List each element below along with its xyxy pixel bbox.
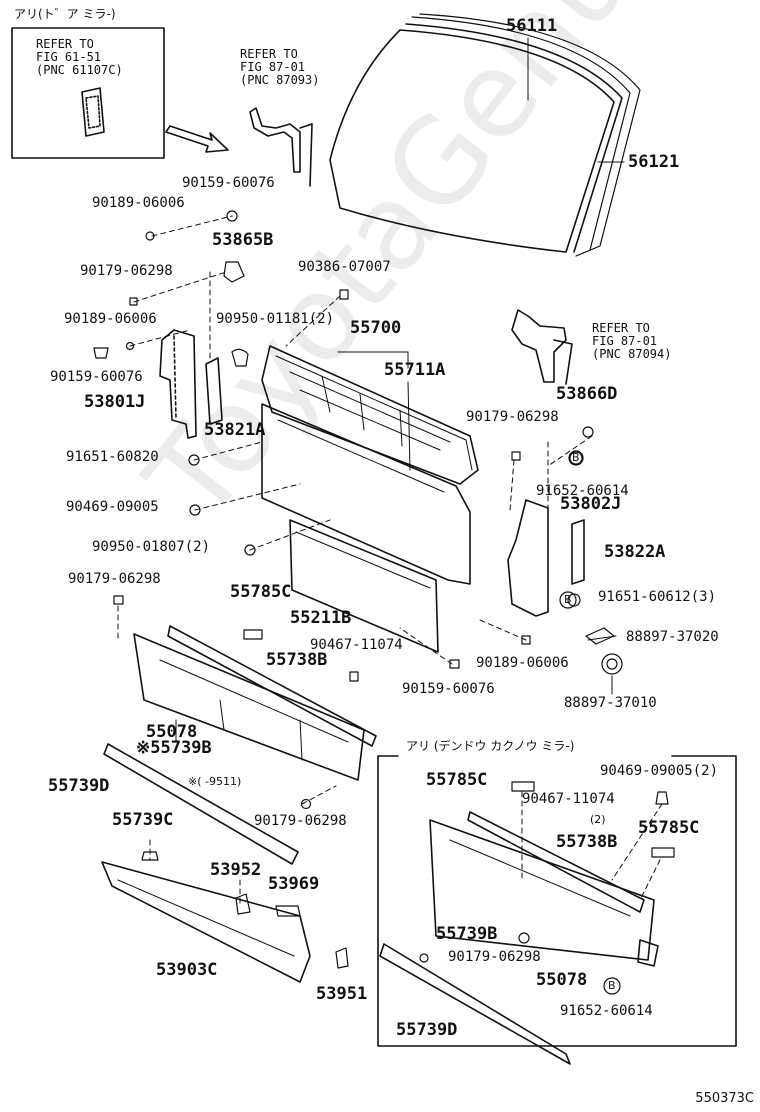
- cowl-panel: [261, 345, 479, 585]
- part-91651-60820: 91651-60820: [66, 449, 159, 465]
- part-90467-11074-b: 90467-11074: [522, 791, 615, 807]
- part-90950-01181: 90950-01181(2): [216, 311, 335, 327]
- part-53802J: 53802J: [560, 494, 622, 514]
- grille-assembly: [133, 625, 377, 781]
- part-88897-37020: 88897-37020: [626, 629, 719, 645]
- inset-title-electric-mirror: アリ (デンドウ カクノウ ミラ-): [406, 739, 575, 753]
- part-90189-06006-c: 90189-06006: [476, 655, 569, 671]
- b-marker-1: B: [572, 451, 580, 464]
- inset-fasteners: [419, 781, 675, 963]
- part-55785C-c: 55785C: [638, 818, 700, 838]
- part-55711A: 55711A: [384, 360, 446, 380]
- part-90179-06298-d: 90179-06298: [254, 813, 347, 829]
- part-90189-06006-a: 90189-06006: [92, 195, 185, 211]
- part-90179-06298-b: 90179-06298: [466, 409, 559, 425]
- part-53821A: 53821A: [204, 420, 266, 440]
- ref-fig-61-51: REFER TO FIG 61-51 (PNC 61107C): [36, 37, 123, 77]
- part-90467-11074-a: 90467-11074: [310, 637, 403, 653]
- windshield-glass: [329, 13, 641, 257]
- bracket-53802J: [507, 499, 585, 617]
- part-55739B-a: ※55739B: [136, 738, 212, 758]
- part-90469-09005-a: 90469-09005: [66, 499, 159, 515]
- date-note: ※( -9511): [188, 775, 242, 788]
- inset-frame-electric-mirror: [377, 755, 737, 1047]
- part-55738B-a: 55738B: [266, 650, 328, 670]
- bumper-53903C: [101, 861, 311, 983]
- b-symbol-markers: [559, 450, 621, 995]
- part-55739C: 55739C: [112, 810, 174, 830]
- part-53866D: 53866D: [556, 384, 618, 404]
- part-55785C-b: 55785C: [426, 770, 488, 790]
- part-55785C-a: 55785C: [230, 582, 292, 602]
- b-marker-2: B: [564, 593, 572, 606]
- figure-code: 550373C: [695, 1091, 754, 1106]
- b-marker-3: B: [608, 979, 616, 992]
- grille-molding: [103, 743, 299, 865]
- part-90386-07007: 90386-07007: [298, 259, 391, 275]
- part-90159-60076-b: 90159-60076: [50, 369, 143, 385]
- inset-leaders: [521, 791, 663, 901]
- qty-note: (2): [590, 813, 606, 826]
- inset-frame-door-mirror: [11, 27, 165, 159]
- star-marker: ※: [136, 738, 151, 758]
- lower-panel-55211B: [289, 519, 439, 653]
- grille-molding-inset: [379, 943, 571, 1065]
- part-90179-06298-c: 90179-06298: [68, 571, 161, 587]
- seal-53821A: [205, 357, 223, 425]
- part-56121: 56121: [628, 152, 680, 172]
- part-55739D-b: 55739D: [396, 1020, 458, 1040]
- dashed-leaders: [117, 215, 593, 907]
- part-55078-a: 55078: [146, 722, 198, 742]
- part-53951: 53951: [316, 984, 368, 1004]
- mirror-bracket-icon: [81, 87, 105, 137]
- mirror-stay-right: [511, 309, 573, 385]
- part-90469-09005-b: 90469-09005(2): [600, 763, 719, 779]
- part-55739D-a: 55739D: [48, 776, 110, 796]
- part-90159-60076-a: 90159-60076: [182, 175, 275, 191]
- leader-55700: [337, 351, 411, 471]
- part-88897-37010: 88897-37010: [564, 695, 657, 711]
- part-53801J: 53801J: [84, 392, 146, 412]
- ref-fig-87-01-b: REFER TO FIG 87-01 (PNC 87094): [592, 321, 672, 361]
- part-91652-60614-b: 91652-60614: [560, 1003, 653, 1019]
- part-90179-06298-e: 90179-06298: [448, 949, 541, 965]
- part-90189-06006-b: 90189-06006: [64, 311, 157, 327]
- part-55738B-b: 55738B: [556, 832, 618, 852]
- pointer-arrow: [165, 125, 229, 153]
- part-90950-01807: 90950-01807(2): [92, 539, 211, 555]
- fasteners-upper: [93, 210, 623, 810]
- part-55700: 55700: [350, 318, 402, 338]
- part-91651-60612: 91651-60612(3): [598, 589, 717, 605]
- bracket-53801J: [159, 329, 197, 439]
- part-53903C: 53903C: [156, 960, 218, 980]
- grille-assembly-inset: [429, 811, 659, 967]
- part-53822A: 53822A: [604, 542, 666, 562]
- part-90159-60076-c: 90159-60076: [402, 681, 495, 697]
- mirror-stay-left: [249, 107, 313, 187]
- inset-title-door-mirror: アリ(ト゛ア ミラ-): [14, 7, 116, 21]
- ref-fig-87-01-a: REFER TO FIG 87-01 (PNC 87093): [240, 47, 320, 87]
- part-55739B-b: 55739B: [436, 924, 498, 944]
- leader-lines-2: [175, 635, 617, 743]
- part-55211B: 55211B: [290, 608, 352, 628]
- leader-lines: [527, 37, 625, 163]
- part-55078-b: 55078: [536, 970, 588, 990]
- part-53865B: 53865B: [212, 230, 274, 250]
- part-91652-60614-a: 91652-60614: [536, 483, 629, 499]
- part-53969: 53969: [268, 874, 320, 894]
- part-56111: 56111: [506, 16, 558, 36]
- small-clips-lower: [141, 629, 359, 969]
- part-90179-06298-a: 90179-06298: [80, 263, 173, 279]
- part-53952: 53952: [210, 860, 262, 880]
